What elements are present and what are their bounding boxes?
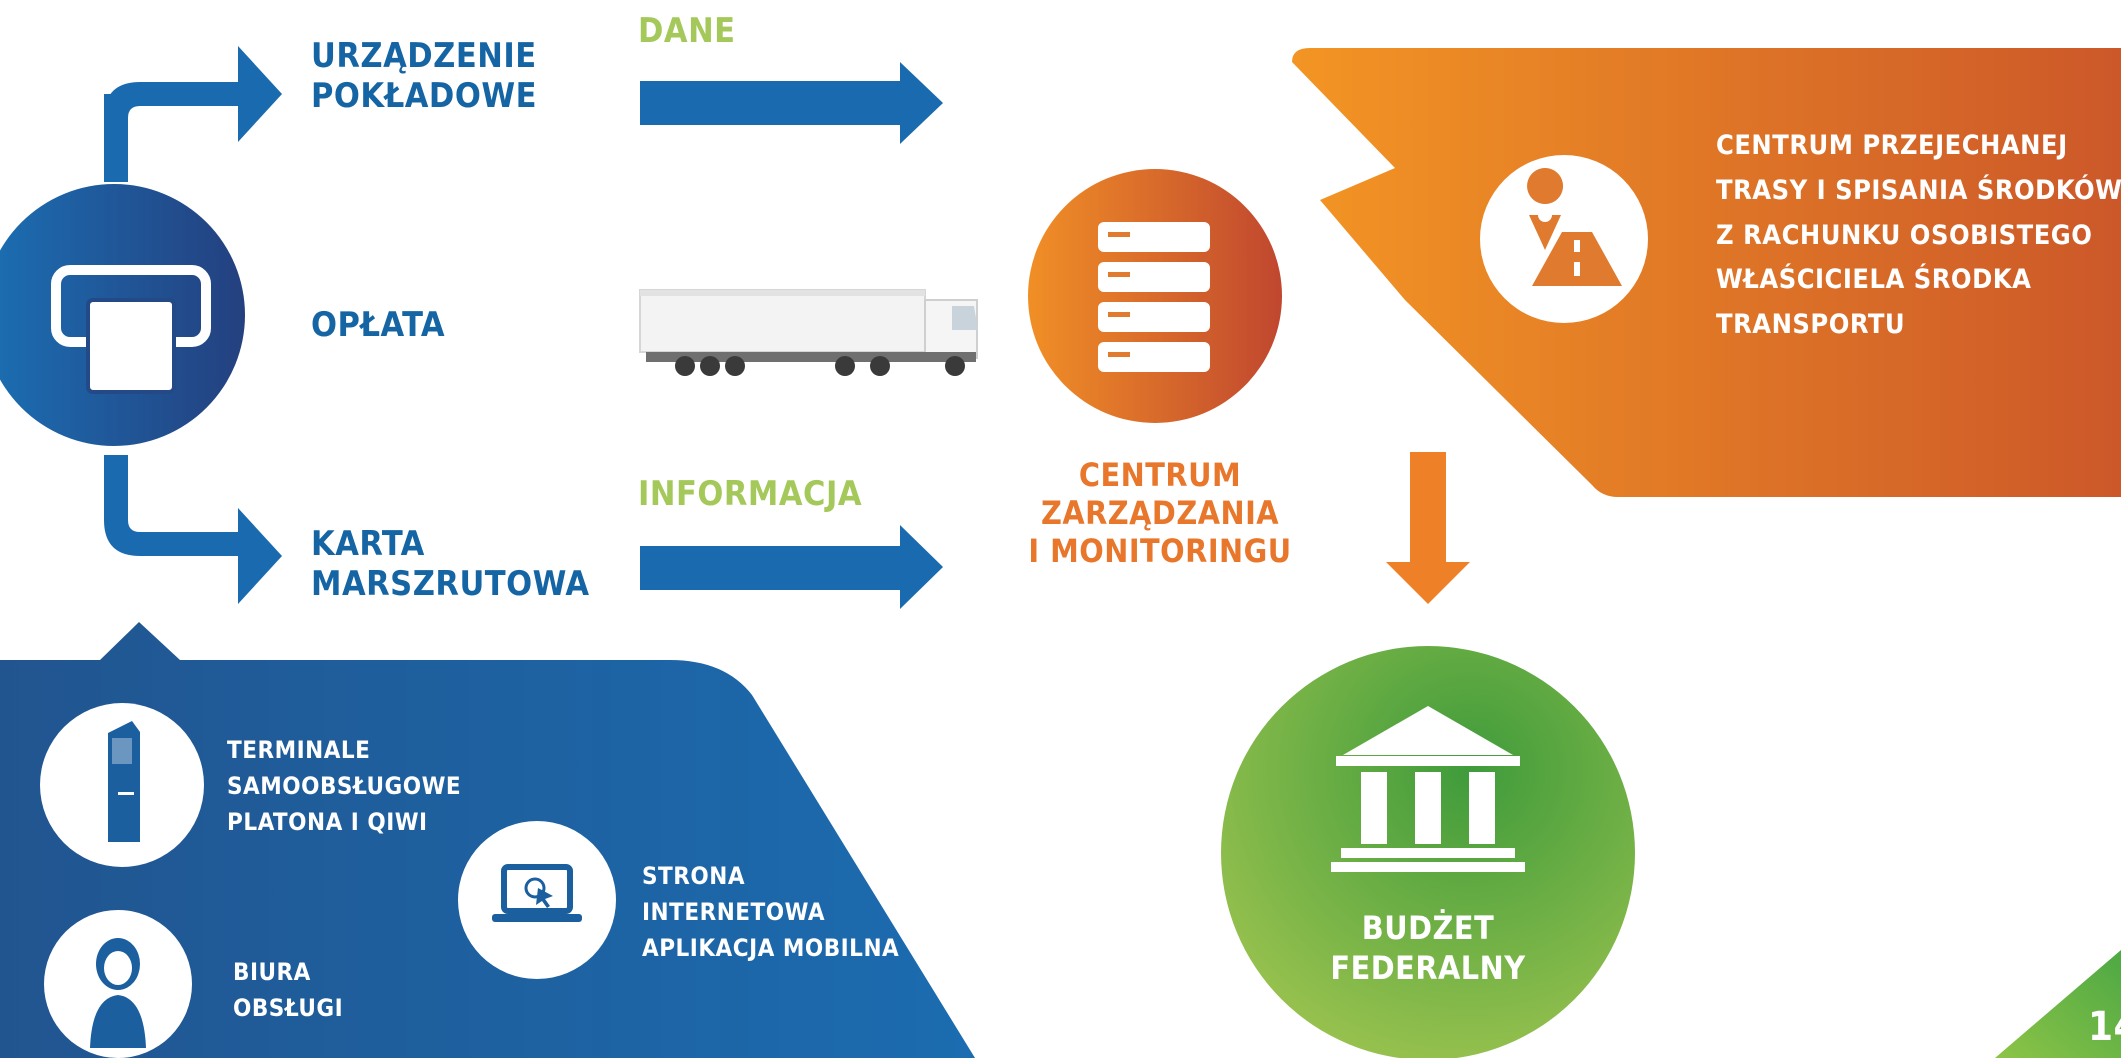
- arrow-data: [640, 62, 943, 144]
- terminals-line-3: PLATONA I QIWI: [227, 808, 428, 836]
- offices-line-1: BIURA: [233, 958, 311, 986]
- truck-image: [639, 289, 978, 376]
- laptop-cursor-icon: [458, 821, 616, 979]
- payment-terminal-icon: [0, 184, 245, 446]
- on-board-unit-line-1: URZĄDZENIE: [311, 36, 537, 76]
- route-center-line-5: TRANSPORTU: [1716, 309, 1906, 341]
- monitoring-center-line-3: I MONITORINGU: [1028, 531, 1292, 570]
- website-line-3: APLIKACJA MOBILNA: [642, 934, 900, 962]
- federal-budget-label: BUDŻET FEDERALNY: [1278, 908, 1578, 988]
- website-label: STRONA INTERNETOWA APLIKACJA MOBILNA: [642, 858, 899, 966]
- server-icon: [1028, 169, 1282, 423]
- route-center-panel: [1292, 48, 2121, 497]
- monitoring-center-line-1: CENTRUM: [1078, 456, 1242, 494]
- terminals-line-1: TERMINALE: [227, 736, 371, 764]
- route-card-line-1: KARTA: [311, 524, 425, 564]
- service-person-icon: [44, 910, 192, 1058]
- kiosk-icon: [40, 703, 204, 867]
- page-corner: [1995, 950, 2121, 1058]
- terminals-label: TERMINALE SAMOOBSŁUGOWE PLATONA I QIWI: [227, 732, 461, 840]
- page-number: 14: [2088, 1004, 2121, 1050]
- offices-line-2: OBSŁUGI: [233, 994, 344, 1022]
- branch-connector-bottom: [104, 455, 282, 604]
- bank-icon: [1221, 646, 1635, 1058]
- route-center-line-2: TRASY I SPISANIA ŚRODKÓW: [1716, 174, 2121, 206]
- route-card-label: KARTA MARSZRUTOWA: [311, 524, 590, 604]
- route-card-line-2: MARSZRUTOWA: [311, 564, 590, 605]
- arrow-information: [640, 525, 943, 609]
- terminals-line-2: SAMOOBSŁUGOWE: [227, 772, 462, 800]
- route-center-line-4: WŁAŚCICIELA ŚRODKA: [1716, 264, 2032, 296]
- information-flow-label: INFORMACJA: [638, 474, 863, 514]
- arrow-to-budget: [1386, 452, 1470, 604]
- data-flow-label: DANE: [638, 11, 736, 51]
- on-board-unit-line-2: POKŁADOWE: [311, 76, 537, 117]
- fee-label: OPŁATA: [311, 305, 445, 345]
- branch-connector-top: [104, 46, 282, 182]
- route-center-text: CENTRUM PRZEJECHANEJ TRASY I SPISANIA ŚR…: [1716, 124, 2121, 348]
- on-board-unit-label: URZĄDZENIE POKŁADOWE: [311, 36, 537, 116]
- route-center-line-3: Z RACHUNKU OSOBISTEGO: [1716, 219, 2093, 251]
- website-line-1: STRONA: [642, 862, 746, 890]
- monitoring-center-line-2: ZARZĄDZANIA: [1040, 493, 1280, 532]
- route-map-pin-icon: [1480, 155, 1648, 323]
- monitoring-center-label: CENTRUM ZARZĄDZANIA I MONITORINGU: [1005, 456, 1315, 570]
- service-offices-label: BIURA OBSŁUGI: [233, 954, 343, 1026]
- website-line-2: INTERNETOWA: [642, 898, 826, 926]
- federal-budget-line-2: FEDERALNY: [1330, 949, 1526, 987]
- route-center-line-1: CENTRUM PRZEJECHANEJ: [1716, 130, 2068, 161]
- federal-budget-line-1: BUDŻET: [1361, 909, 1495, 947]
